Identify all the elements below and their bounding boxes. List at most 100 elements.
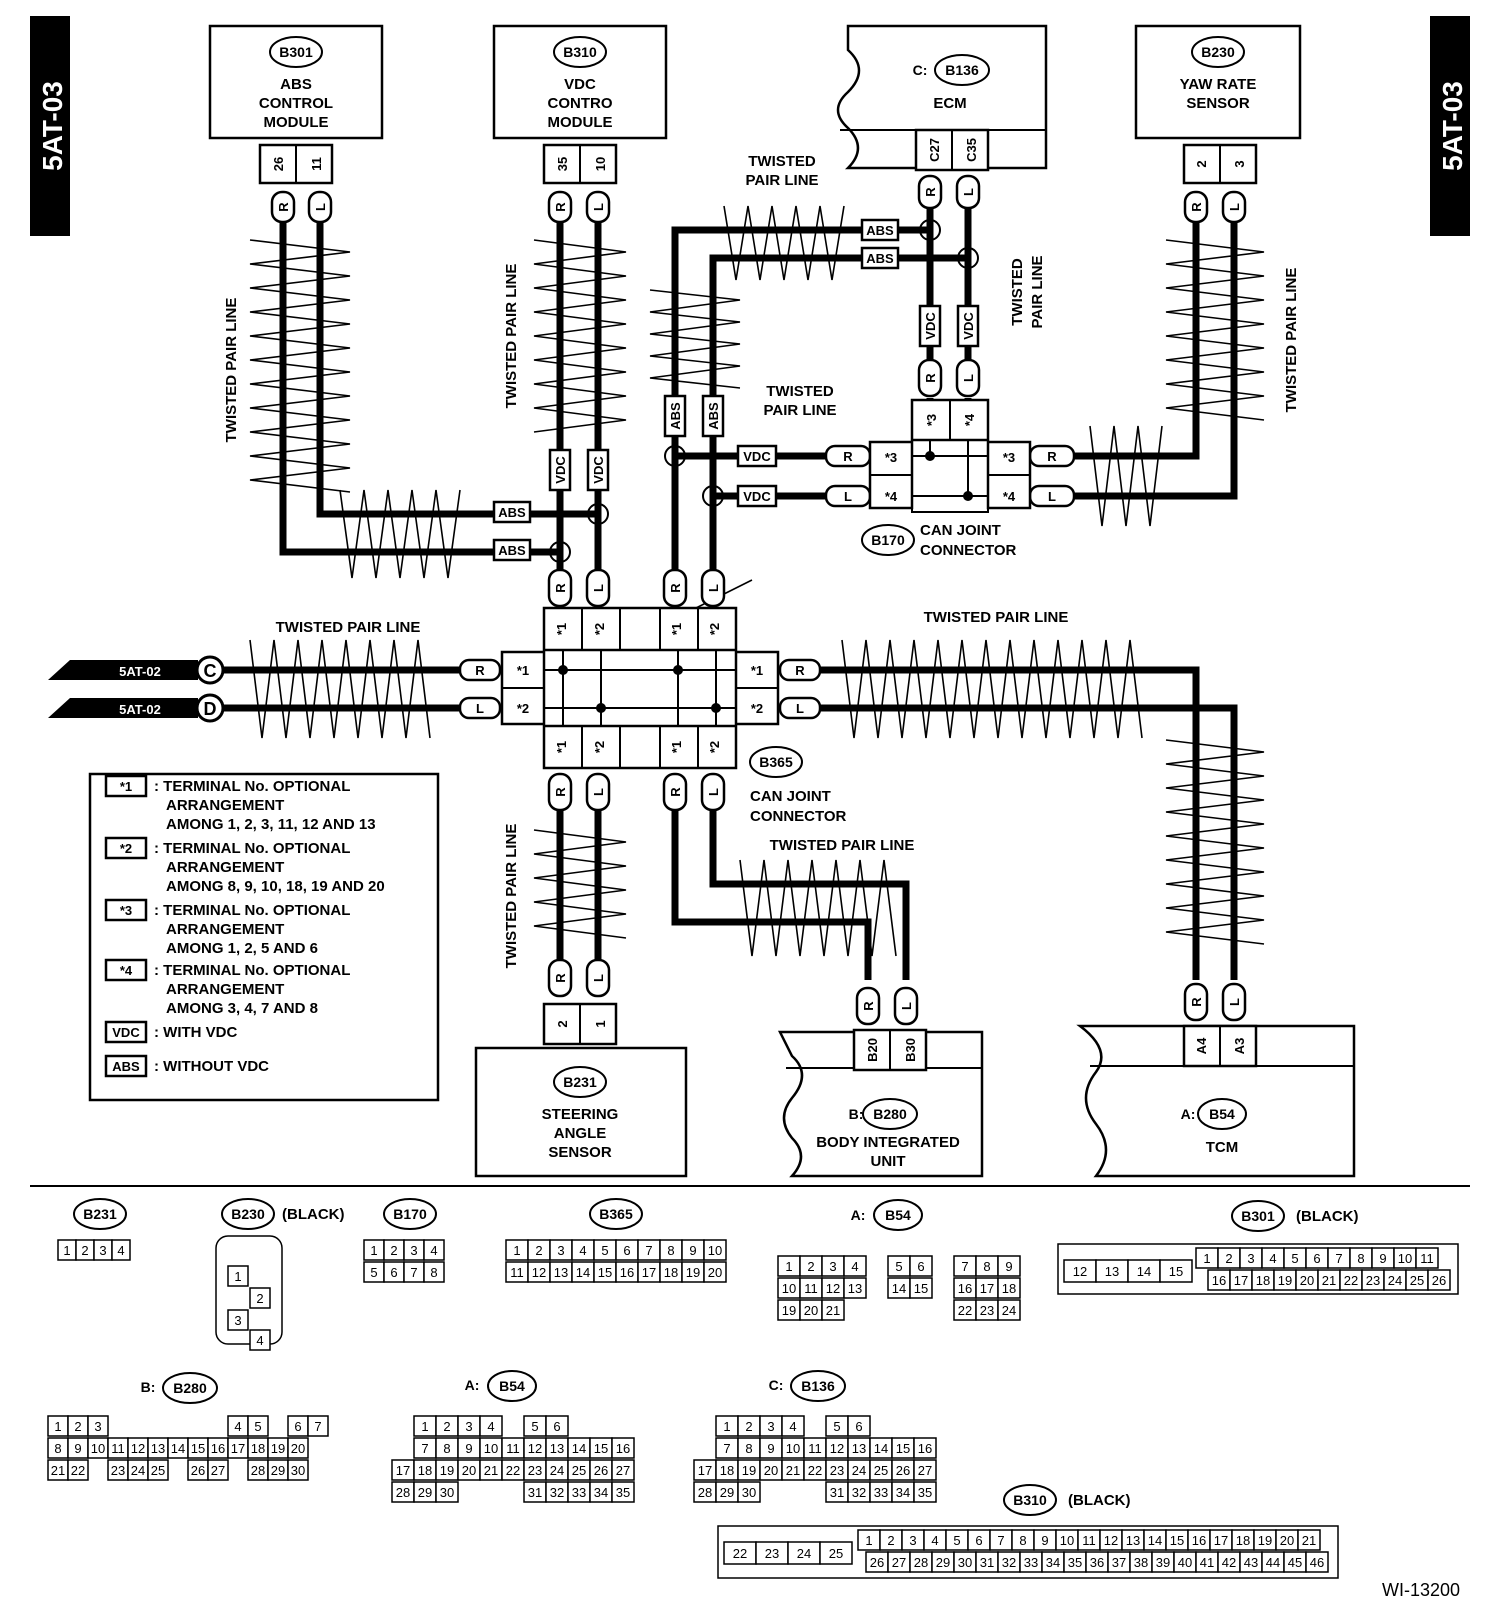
terminal-number: 29 [418, 1485, 432, 1500]
vdc-tag-3-text: VDC [923, 312, 938, 340]
b365-bot-star1a: *1 [554, 741, 569, 753]
abs-module-name-3: MODULE [264, 114, 329, 131]
terminal-cell: 1 [857, 1529, 881, 1551]
terminal-number: 15 [1170, 1533, 1184, 1548]
terminal-cell: 21 [479, 1459, 503, 1481]
terminal-number: 36 [1090, 1555, 1104, 1570]
ecm-name: ECM [933, 95, 966, 112]
biu-pin-b20: B20 [865, 1038, 880, 1062]
b170-star4-l: *4 [885, 489, 898, 504]
terminal-cell: 9 [457, 1437, 481, 1459]
terminal-number: 23 [830, 1463, 844, 1478]
terminal-number: 22 [1344, 1273, 1358, 1288]
legend-key: *3 [120, 903, 132, 918]
terminal-cell: 3 [821, 1255, 845, 1277]
terminal-number: 34 [594, 1485, 608, 1500]
yaw-rate-sensor: B230 YAW RATE SENSOR 2 3 [1134, 24, 1302, 185]
offpage-connector-d: 5AT-02 D [48, 693, 225, 723]
terminal-cell: 16 [953, 1277, 977, 1299]
terminal-number: 2 [390, 1243, 397, 1258]
steering-pin-2: 2 [555, 1020, 570, 1027]
terminal-number: 18 [1002, 1281, 1016, 1296]
yaw-code: B230 [1201, 44, 1235, 60]
terminal-number: 4 [1269, 1251, 1276, 1266]
terminal-number: 5 [254, 1419, 261, 1434]
terminal-cell: 10 [781, 1437, 805, 1459]
terminal-cell: 14 [167, 1437, 189, 1459]
terminal-cell: 32 [847, 1481, 871, 1503]
terminal-number: 12 [1104, 1533, 1118, 1548]
terminal-number: 21 [51, 1463, 65, 1478]
steering-pin-1: 1 [593, 1020, 608, 1027]
terminal-number: 34 [1046, 1555, 1060, 1570]
tp-label-vdc: TWISTED PAIR LINE [503, 264, 520, 409]
terminal-cell: 2 [435, 1415, 459, 1437]
terminal-cell: 7 [989, 1529, 1013, 1551]
terminal-number: 13 [1105, 1264, 1119, 1279]
terminal-cell: 21 [821, 1299, 845, 1321]
can-joint-connector-b170: *3 *4 *3 *4 *3 *4 B170 CAN JOINT CONNECT… [861, 398, 1032, 559]
vdc-tag-3: VDC [918, 304, 942, 348]
terminal-cell: 10 [1393, 1247, 1417, 1269]
terminal-cell: 3 [1239, 1247, 1263, 1269]
terminal-cell: 4 [1261, 1247, 1285, 1269]
terminal-cell: 6 [909, 1255, 933, 1277]
twisted-pair-marks [249, 205, 1265, 957]
terminal-number: 1 [54, 1419, 61, 1434]
terminal-cell: 24 [545, 1459, 569, 1481]
b365-top-star2b: *2 [707, 623, 722, 635]
terminal-number: 5 [1291, 1251, 1298, 1266]
steering-name-1: STEERING [542, 1106, 619, 1123]
wire-tag-r: R [1047, 449, 1057, 464]
wire-tag-l: L [1227, 998, 1242, 1006]
terminal-number: 22 [808, 1463, 822, 1478]
offpage-c-letter: C [204, 661, 217, 681]
terminal-number: 23 [111, 1463, 125, 1478]
terminal-cell: 23 [825, 1459, 849, 1481]
terminal-cell: 12 [1063, 1259, 1097, 1283]
terminal-cell: 26 [1427, 1269, 1451, 1291]
terminal-cell: 17 [1229, 1269, 1253, 1291]
vdc-tag-1-text: VDC [553, 456, 568, 484]
terminal-number: 11 [506, 1441, 520, 1456]
terminal-cell: 15 [1159, 1259, 1193, 1283]
terminal-number: 11 [111, 1441, 125, 1456]
terminal-number: 18 [251, 1441, 265, 1456]
terminal-cell: 15 [891, 1437, 915, 1459]
terminal-cell: 19 [267, 1437, 289, 1459]
face-b280-prefix: B: [141, 1379, 156, 1395]
terminal-cell: 6 [847, 1415, 871, 1437]
legend-item: *4: TERMINAL No. OPTIONALARRANGEMENTAMON… [104, 958, 350, 1017]
terminal-cell: 25 [147, 1459, 169, 1481]
terminal-number: 7 [421, 1441, 428, 1456]
terminal-cell: 10 [777, 1277, 801, 1299]
terminal-number: 11 [1420, 1251, 1434, 1266]
offpage-d-letter: D [204, 699, 217, 719]
terminal-cell: 43 [1239, 1551, 1263, 1573]
terminal-number: 1 [234, 1269, 241, 1284]
terminal-cell: 30 [737, 1481, 761, 1503]
terminal-cell: 35 [611, 1481, 635, 1503]
tp-label-mid-2: PAIR LINE [763, 402, 836, 419]
terminal-number: 16 [211, 1441, 225, 1456]
wire-tag-l: L [706, 788, 721, 796]
terminal-number: 20 [462, 1463, 476, 1478]
terminal-number: 24 [852, 1463, 866, 1478]
terminal-cell: 3 [93, 1239, 113, 1261]
terminal-cell: 25 [567, 1459, 591, 1481]
terminal-number: 3 [99, 1243, 106, 1258]
terminal-number: 4 [234, 1419, 241, 1434]
tp-label-ecmv-1: TWISTED [1009, 258, 1026, 326]
legend-key: VDC [112, 1025, 140, 1040]
terminal-number: 13 [848, 1281, 862, 1296]
steering-code: B231 [563, 1074, 597, 1090]
terminal-cell: 20 [799, 1299, 823, 1321]
terminal-cell: 26 [865, 1551, 889, 1573]
terminal-cell: 31 [975, 1551, 999, 1573]
tp-label-ecmv-2: PAIR LINE [1029, 255, 1046, 328]
terminal-number: 21 [826, 1303, 840, 1318]
terminal-number: 29 [936, 1555, 950, 1570]
yaw-name-1: YAW RATE [1180, 76, 1257, 93]
terminal-number: 19 [1258, 1533, 1272, 1548]
terminal-cell: 12 [527, 1261, 551, 1283]
